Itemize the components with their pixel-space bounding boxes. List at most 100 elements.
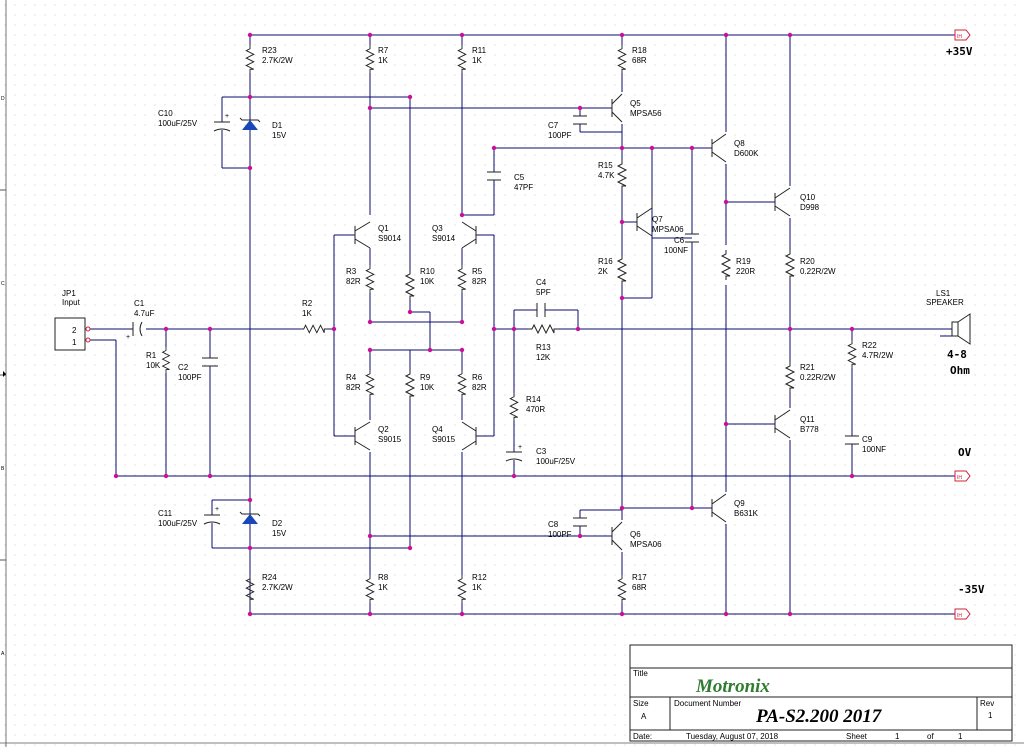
junction-dot bbox=[247, 32, 253, 38]
junction-dot bbox=[723, 32, 729, 38]
svg-text:A: A bbox=[641, 712, 647, 721]
svg-text:2.7K/2W: 2.7K/2W bbox=[262, 56, 293, 65]
svg-text:S9014: S9014 bbox=[378, 234, 402, 243]
row-label-b: B bbox=[1, 466, 5, 472]
svg-text:D2: D2 bbox=[272, 519, 283, 528]
svg-text:of: of bbox=[927, 732, 934, 741]
junction-dot bbox=[247, 611, 253, 617]
svg-text:+: + bbox=[225, 113, 229, 120]
zener-diodes bbox=[239, 117, 261, 524]
svg-text:82R: 82R bbox=[346, 383, 361, 392]
jp1-name: Input bbox=[62, 298, 81, 307]
junction-dot bbox=[619, 505, 625, 511]
svg-text:R1: R1 bbox=[146, 351, 157, 360]
junction-dot bbox=[367, 319, 373, 325]
svg-text:S9015: S9015 bbox=[378, 435, 402, 444]
svg-text:R3: R3 bbox=[346, 267, 357, 276]
junction-dot bbox=[649, 145, 655, 151]
junction-dot bbox=[723, 611, 729, 617]
svg-text:4-8: 4-8 bbox=[947, 348, 967, 361]
svg-text:C5: C5 bbox=[514, 173, 525, 182]
junction-dot bbox=[689, 505, 695, 511]
svg-text:2.7K/2W: 2.7K/2W bbox=[262, 583, 293, 592]
svg-text:IH: IH bbox=[957, 34, 962, 40]
svg-text:IH: IH bbox=[957, 613, 962, 619]
junction-dot bbox=[459, 32, 465, 38]
junction-dot bbox=[511, 473, 517, 479]
svg-text:+: + bbox=[215, 506, 219, 513]
junction-dot bbox=[207, 326, 213, 332]
svg-text:100PF: 100PF bbox=[548, 131, 572, 140]
svg-text:R4: R4 bbox=[346, 373, 357, 382]
svg-text:R24: R24 bbox=[262, 573, 277, 582]
row-label-a: A bbox=[1, 651, 5, 657]
junction-dot bbox=[459, 212, 465, 218]
junction-dot bbox=[367, 611, 373, 617]
svg-text:C2: C2 bbox=[178, 363, 189, 372]
speaker-icon bbox=[951, 313, 971, 345]
svg-text:C4: C4 bbox=[536, 278, 547, 287]
junction-dot bbox=[689, 145, 695, 151]
svg-text:R18: R18 bbox=[632, 46, 647, 55]
junction-dot bbox=[163, 326, 169, 332]
svg-text:82R: 82R bbox=[472, 277, 487, 286]
svg-text:1K: 1K bbox=[378, 56, 388, 65]
supply-ports: IH IH IH bbox=[954, 29, 971, 620]
svg-text:B631K: B631K bbox=[734, 509, 759, 518]
row-marker-icon bbox=[3, 371, 6, 377]
junction-dot bbox=[247, 497, 253, 503]
svg-text:4.7uF: 4.7uF bbox=[134, 309, 155, 318]
junction-dot bbox=[787, 611, 793, 617]
svg-text:R6: R6 bbox=[472, 373, 483, 382]
svg-text:Q3: Q3 bbox=[432, 224, 443, 233]
svg-text:Document Number: Document Number bbox=[674, 699, 741, 708]
svg-text:10K: 10K bbox=[420, 277, 435, 286]
svg-text:Rev: Rev bbox=[980, 699, 994, 708]
svg-text:R2: R2 bbox=[302, 299, 313, 308]
svg-text:82R: 82R bbox=[346, 277, 361, 286]
svg-text:R5: R5 bbox=[472, 267, 483, 276]
junction-dot bbox=[787, 32, 793, 38]
svg-text:68R: 68R bbox=[632, 583, 647, 592]
junction-dot bbox=[407, 545, 413, 551]
svg-text:1K: 1K bbox=[378, 583, 388, 592]
svg-text:Q4: Q4 bbox=[432, 425, 443, 434]
junction-dots bbox=[113, 32, 855, 617]
svg-text:15V: 15V bbox=[272, 529, 287, 538]
svg-text:100PF: 100PF bbox=[178, 373, 202, 382]
junction-dot bbox=[491, 145, 497, 151]
svg-text:+: + bbox=[518, 444, 522, 451]
junction-dot bbox=[367, 347, 373, 353]
svg-text:1K: 1K bbox=[472, 56, 482, 65]
svg-text:C8: C8 bbox=[548, 520, 559, 529]
svg-text:C1: C1 bbox=[134, 299, 145, 308]
svg-text:MPSA06: MPSA06 bbox=[652, 225, 684, 234]
svg-text:15V: 15V bbox=[272, 131, 287, 140]
svg-text:MPSA06: MPSA06 bbox=[630, 540, 662, 549]
junction-dot bbox=[407, 94, 413, 100]
svg-text:1K: 1K bbox=[302, 309, 312, 318]
svg-text:R10: R10 bbox=[420, 267, 435, 276]
supply-gnd-label: OV bbox=[958, 446, 972, 459]
svg-text:C3: C3 bbox=[536, 447, 547, 456]
svg-text:470R: 470R bbox=[526, 405, 545, 414]
svg-text:0.22R/2W: 0.22R/2W bbox=[800, 373, 836, 382]
svg-text:R16: R16 bbox=[598, 257, 613, 266]
svg-text:1: 1 bbox=[895, 732, 900, 741]
svg-text:S9014: S9014 bbox=[432, 234, 456, 243]
labels: +35V OV -35V JP1 Input 2 1 LS1 SPEAKER 4… bbox=[62, 45, 985, 596]
svg-text:1: 1 bbox=[72, 338, 77, 347]
svg-text:R7: R7 bbox=[378, 46, 389, 55]
svg-text:R8: R8 bbox=[378, 573, 389, 582]
title-block: Title Motronix Size A Document Number PA… bbox=[629, 644, 1013, 742]
junction-dot bbox=[619, 32, 625, 38]
svg-text:R21: R21 bbox=[800, 363, 815, 372]
svg-text:R22: R22 bbox=[862, 341, 877, 350]
svg-text:MPSA56: MPSA56 bbox=[630, 109, 662, 118]
svg-text:D998: D998 bbox=[800, 203, 820, 212]
junction-dot bbox=[331, 326, 337, 332]
junction-dot bbox=[113, 473, 119, 479]
svg-text:Date:: Date: bbox=[633, 732, 652, 741]
junction-dot bbox=[247, 545, 253, 551]
